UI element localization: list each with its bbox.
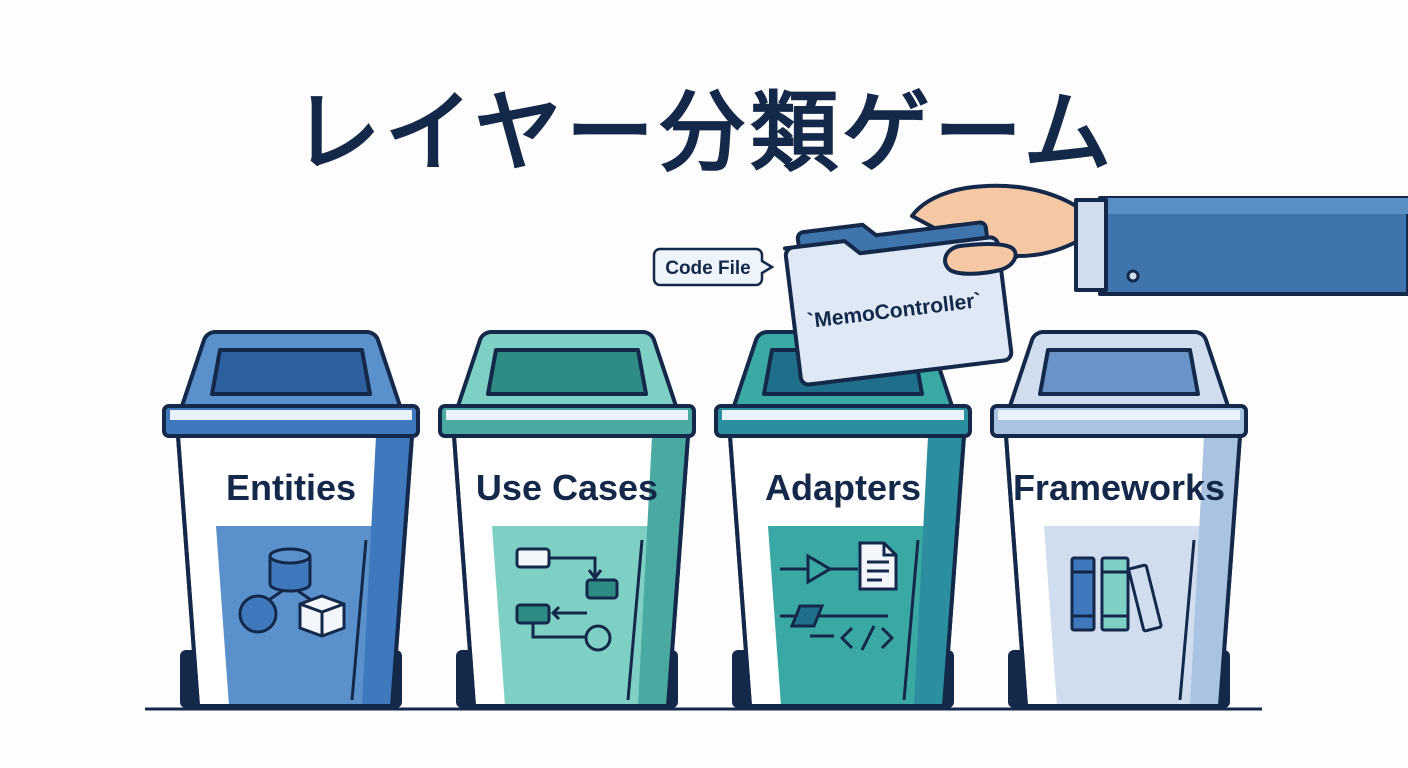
code-file-folder[interactable]: `MemoController` xyxy=(782,209,1014,387)
hand-fingers xyxy=(943,242,1018,276)
bin-label-use-cases: Use Cases xyxy=(476,467,658,508)
flowchart-icon xyxy=(515,547,619,652)
books-icon xyxy=(1070,556,1163,633)
bin-edge-line xyxy=(1178,539,1196,701)
bin-label-entities: Entities xyxy=(226,467,356,508)
callout-text: Code File xyxy=(665,258,751,279)
bin-edge-line xyxy=(350,539,368,701)
bin-side-shade xyxy=(1190,436,1240,706)
bin-entities[interactable] xyxy=(162,330,420,708)
database-shapes-icon xyxy=(238,547,346,638)
bin-opening[interactable] xyxy=(210,348,372,396)
bin-panel xyxy=(492,526,658,706)
bin-frameworks[interactable] xyxy=(990,330,1248,708)
bin-edge-line xyxy=(626,539,644,701)
bin-use-cases[interactable] xyxy=(438,330,696,708)
hand-arm xyxy=(910,183,1408,296)
bin-label-frameworks: Frameworks xyxy=(1013,467,1225,508)
bin-side-shade xyxy=(362,436,412,706)
bin-adapters[interactable] xyxy=(714,330,972,708)
bin-label-adapters: Adapters xyxy=(765,467,921,508)
page-title: レイヤー分類ゲーム xyxy=(292,81,1116,184)
bin-side-shade xyxy=(638,436,688,706)
bin-edge-line xyxy=(902,539,920,701)
bin-opening[interactable] xyxy=(486,348,648,396)
bin-opening[interactable] xyxy=(1038,348,1200,396)
code-file-callout: Code File xyxy=(652,247,775,287)
bin-side-shade xyxy=(914,436,964,706)
adapter-code-icon xyxy=(780,541,898,651)
